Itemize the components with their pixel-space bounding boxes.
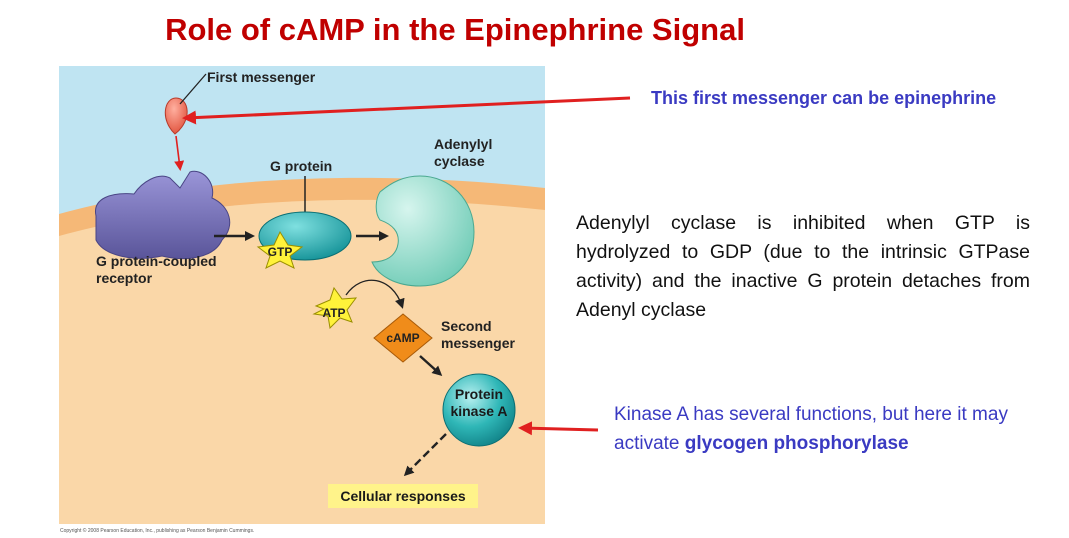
kinase-label-line1: Protein [455, 386, 503, 402]
kinase-note-text: Kinase A has several functions, but here… [614, 404, 1008, 454]
kinase-to-responses-arrow [403, 433, 447, 477]
atp-conversion-arrow [345, 279, 405, 309]
cellular-responses-label: Cellular responses [340, 488, 465, 504]
receptor-icon [95, 170, 231, 260]
adenylyl-cyclase-icon [371, 175, 475, 287]
receptor-label-line1: G protein-coupled [96, 253, 217, 269]
camp-icon [373, 313, 433, 363]
adenylyl-cyclase-label-line1: Adenylyl [434, 136, 492, 152]
atp-starburst-icon [312, 286, 358, 330]
protein-kinase-a-icon [442, 373, 516, 447]
epinephrine-annotation-arrow [182, 96, 631, 125]
messenger-binding-arrow [174, 135, 185, 171]
atp-label: ATP [322, 306, 345, 320]
cyclase-inhibition-note: Adenylyl cyclase is inhibited when GTP i… [576, 212, 1030, 321]
diagram-panel [59, 66, 545, 524]
first-messenger-note: This first messenger can be epinephrine [651, 88, 997, 108]
receptor-label-line2: receptor [96, 270, 153, 286]
camp-to-kinase-arrow [419, 355, 443, 377]
camp-label: cAMP [386, 331, 419, 345]
second-messenger-label-line2: messenger [441, 335, 515, 351]
second-messenger-label-line1: Second [441, 318, 492, 334]
first-messenger-label: First messenger [207, 69, 316, 85]
g-protein-label: G protein [270, 158, 332, 174]
kinase-label-line2: kinase A [450, 403, 507, 419]
glycogen-phosphorylase-text: glycogen phosphorylase [684, 433, 909, 454]
kinase-function-note: Kinase A has several functions, but here… [614, 400, 1044, 458]
slide-title: Role of cAMP in the Epinephrine Signal [165, 12, 745, 47]
adenylyl-cyclase-label-line2: cyclase [434, 153, 485, 169]
copyright-text: Copyright © 2008 Pearson Education, Inc.… [60, 527, 254, 534]
cellular-responses-box [328, 484, 478, 508]
gtp-label: GTP [268, 245, 293, 259]
gtp-starburst-icon [256, 230, 304, 269]
first-messenger-leader [179, 73, 207, 105]
kinase-annotation-arrow [518, 421, 599, 436]
